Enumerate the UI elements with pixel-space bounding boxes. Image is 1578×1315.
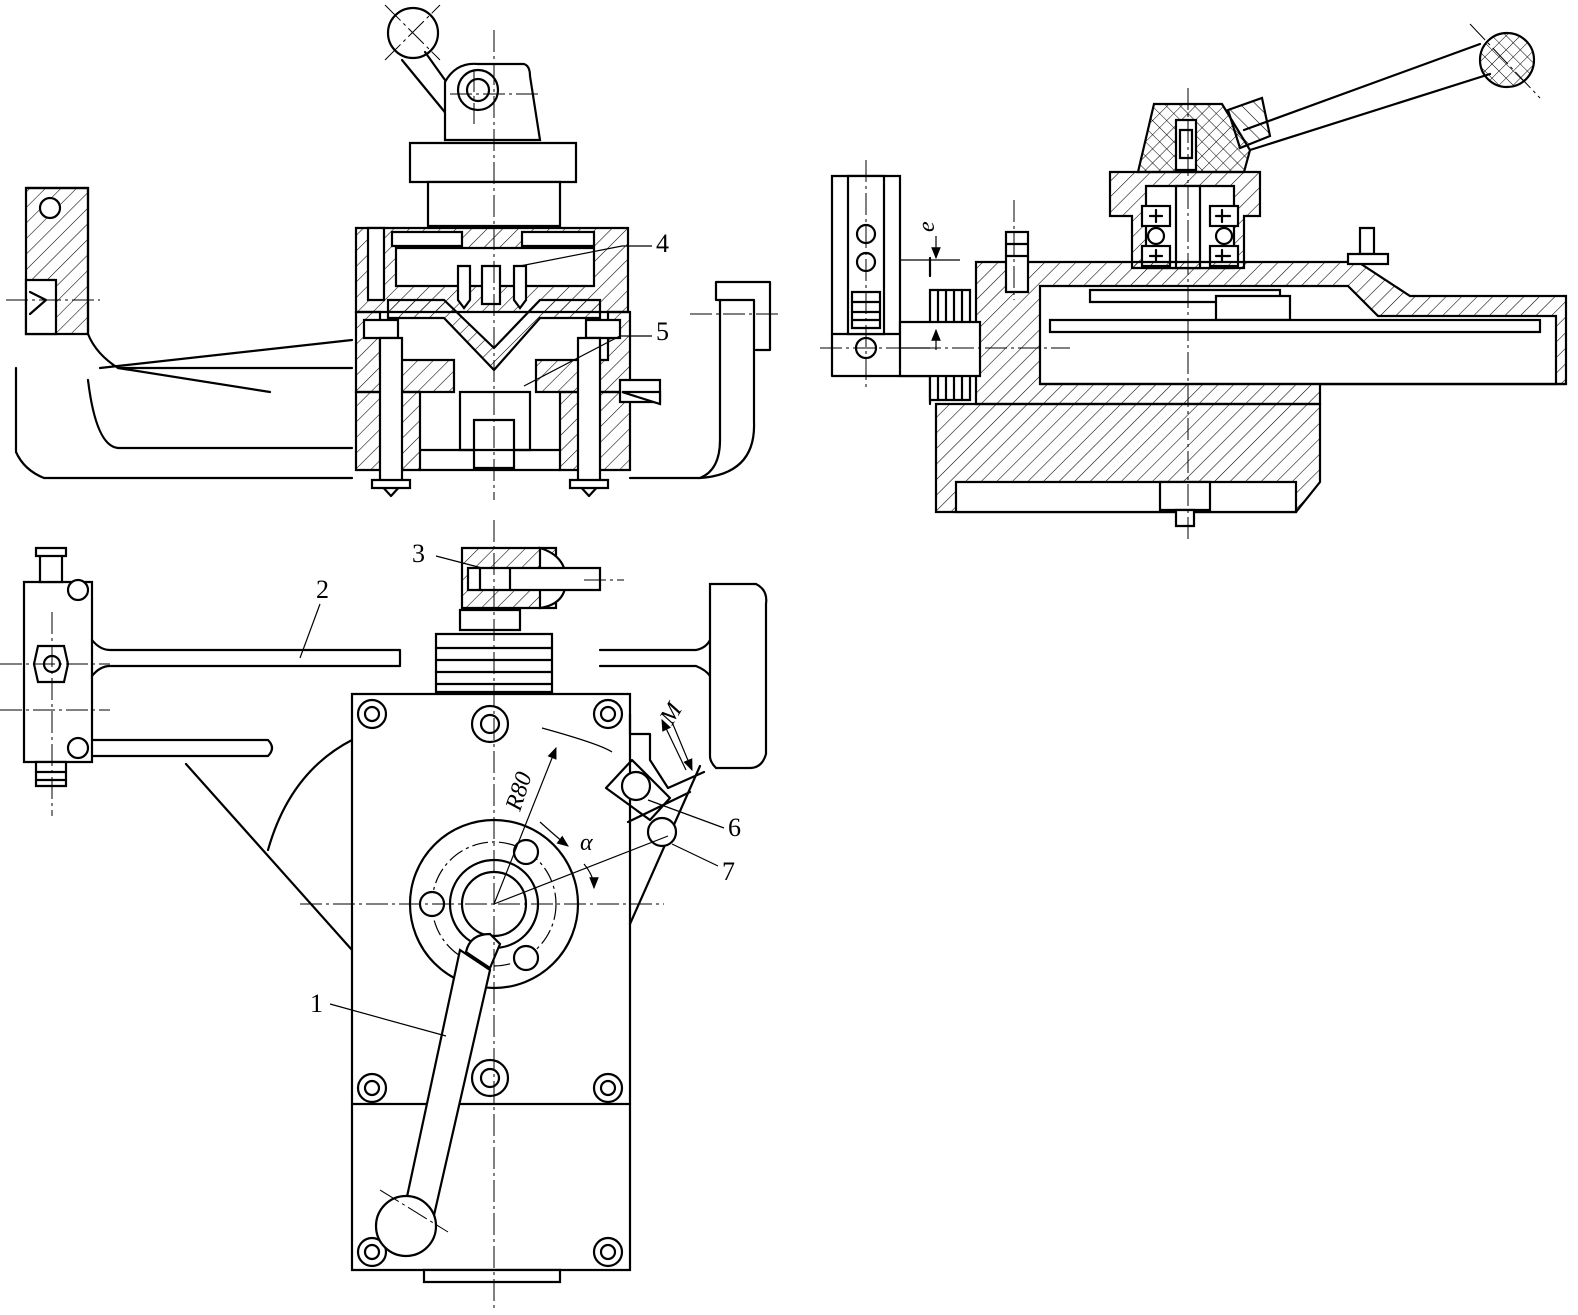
plan-view [0, 520, 768, 1308]
label-3: 3 [412, 539, 425, 568]
label-1: 1 [310, 989, 323, 1018]
label-6: 6 [728, 813, 741, 842]
dimension-e-label: e [914, 221, 940, 232]
label-4: 4 [656, 229, 669, 258]
label-group-4-5: 4 5 [519, 229, 669, 387]
label-7: 7 [722, 857, 735, 886]
dimension-alpha-label: α [580, 830, 593, 856]
screw-holes [356, 698, 624, 1268]
label-5: 5 [656, 317, 669, 346]
side-section-view [820, 23, 1568, 540]
label-2: 2 [316, 575, 329, 604]
part-labels: 1 2 3 6 7 [299, 539, 741, 1037]
dimension-m-label: M [655, 697, 689, 730]
front-section-view [6, 4, 780, 500]
dimension-e: e [900, 221, 960, 350]
